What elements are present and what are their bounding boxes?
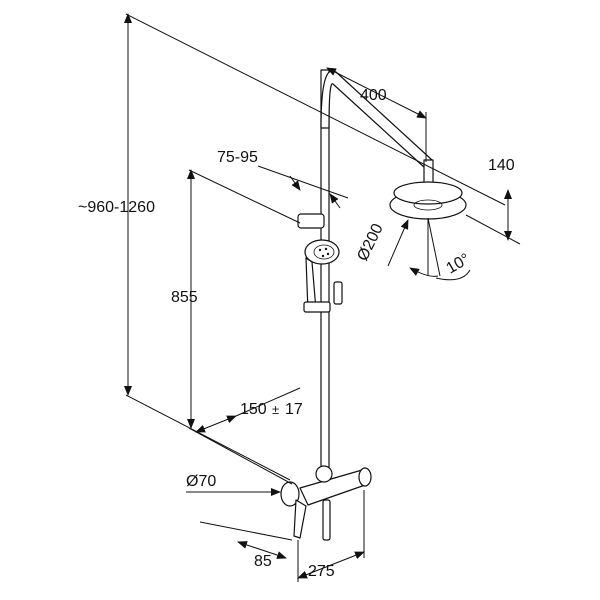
rain-shower-head — [389, 181, 467, 220]
svg-text:±: ± — [272, 402, 279, 417]
thermostatic-mixer — [280, 465, 372, 541]
arm-projection-label: 400 — [360, 87, 387, 104]
dimension-wall-distance: 150 ± 17 — [195, 387, 303, 433]
lower-holder — [303, 301, 331, 313]
dimension-overall-height: ~960-1260 — [78, 13, 506, 481]
mixer-end-cap — [358, 467, 372, 487]
dimension-mixer-width: 275 — [297, 490, 365, 582]
lever-length-label: 85 — [254, 553, 272, 570]
slider-holder — [297, 213, 325, 229]
hand-shower-head — [304, 239, 340, 265]
mixer-body — [299, 469, 369, 506]
hand-shower-spray-face — [313, 244, 335, 260]
dimension-handshower-height: 855 — [171, 169, 301, 485]
handshower-height-label: 855 — [171, 289, 198, 306]
shower-column — [320, 69, 434, 483]
wall-distance-tolerance-label: 17 — [285, 401, 303, 418]
head-spray-face — [413, 199, 443, 211]
holder-range-label: 75-95 — [217, 149, 258, 166]
dimension-head-diameter: Ø200 — [354, 219, 409, 267]
hand-shower-assembly — [297, 213, 343, 313]
dimension-holder-range: 75-95 — [217, 149, 349, 209]
slider-knob — [333, 281, 343, 305]
riser-pipe — [320, 69, 330, 483]
lever-handle — [293, 499, 307, 539]
dimension-lever-length: 85 — [199, 521, 293, 570]
outlet-spout — [322, 499, 331, 541]
dimension-head-drop: 140 — [465, 157, 521, 245]
head-tilt-label: 10° — [444, 251, 473, 278]
head-diameter-label: Ø200 — [354, 221, 386, 264]
mixer-width-label: 275 — [308, 563, 335, 580]
wall-distance-base-label: 150 — [240, 401, 267, 418]
dimension-head-tilt: 10° — [409, 217, 473, 281]
riser-joint — [315, 465, 333, 483]
connection-diameter-label: Ø70 — [186, 473, 216, 490]
overhead-arm — [320, 70, 433, 169]
overall-height-label: ~960-1260 — [78, 199, 155, 216]
head-top — [393, 181, 463, 205]
head-connector — [423, 159, 434, 185]
wall-connection — [280, 481, 300, 507]
head-drop-label: 140 — [488, 157, 515, 174]
dimension-arm-projection: 400 — [326, 67, 427, 162]
dimension-connection-diameter: Ø70 — [186, 473, 281, 496]
